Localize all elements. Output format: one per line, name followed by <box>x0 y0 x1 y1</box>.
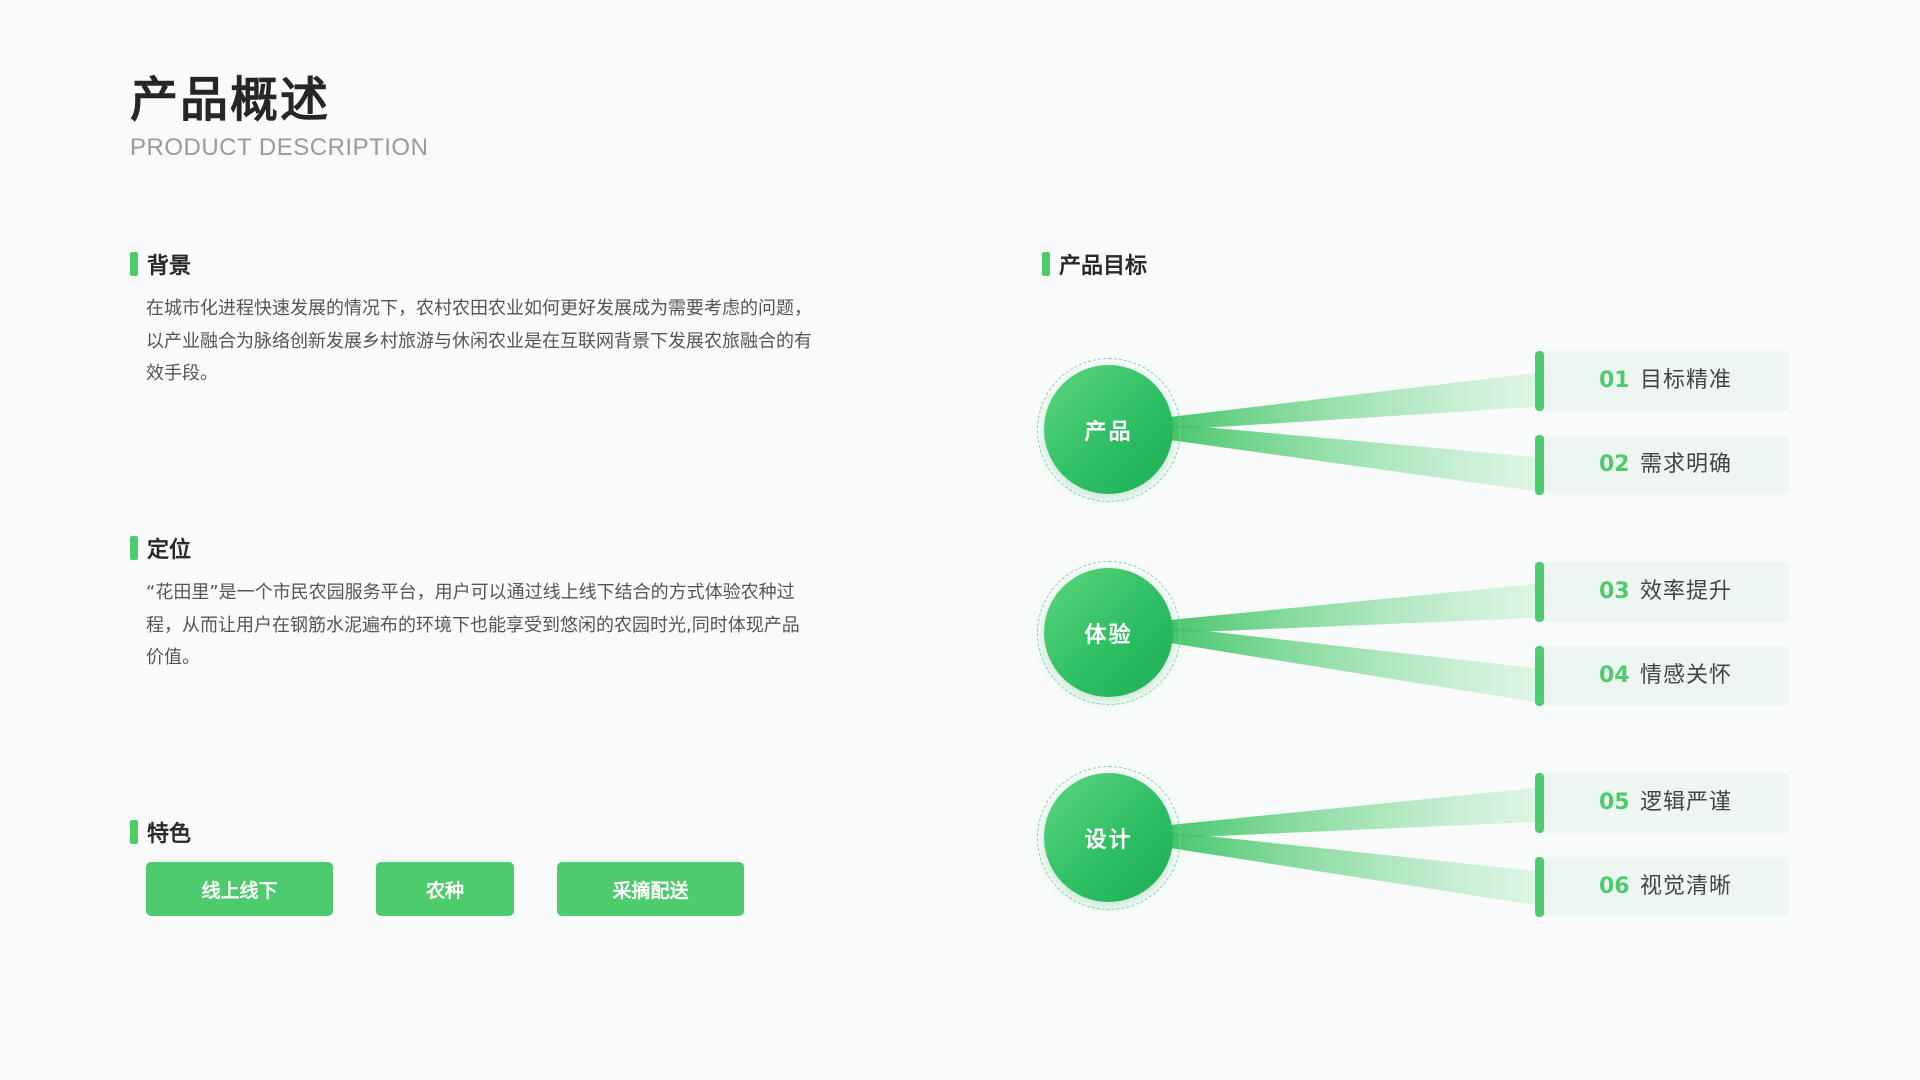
goal-item-number: 05 <box>1599 790 1630 815</box>
goal-item-number: 02 <box>1599 452 1630 477</box>
feature-tag-farming[interactable]: 农种 <box>376 862 514 916</box>
goal-item-bar <box>1535 562 1544 622</box>
goal-circle-label: 设计 <box>1044 773 1173 902</box>
heading-label: 产品目标 <box>1059 254 1148 279</box>
ray-04 <box>1170 627 1535 702</box>
section-heading-positioning: 定位 <box>130 532 191 564</box>
feature-tag-online-offline[interactable]: 线上线下 <box>146 862 333 916</box>
goal-item-label: 逻辑严谨 <box>1640 790 1733 815</box>
goal-circle-product: 产品 <box>1037 358 1181 502</box>
heading-accent-bar <box>130 820 138 844</box>
background-text: 在城市化进程快速发展的情况下，农村农田农业如何更好发展成为需要考虑的问题，以产业… <box>146 298 812 384</box>
positioning-text: “花田里”是一个市民农园服务平台，用户可以通过线上线下结合的方式体验农种过程，从… <box>146 582 800 668</box>
page-title: 产品概述 <box>130 72 331 128</box>
goal-item-06: 06 视觉清晰 <box>1535 857 1789 917</box>
goal-circle-experience: 体验 <box>1037 561 1181 705</box>
heading-accent-bar <box>130 536 138 560</box>
goal-item-number: 04 <box>1599 663 1630 688</box>
goal-item-bar <box>1535 646 1544 706</box>
ray-06 <box>1170 832 1535 905</box>
goal-circle-label: 体验 <box>1044 568 1173 697</box>
goal-item-bar <box>1535 351 1544 411</box>
goal-item-number: 03 <box>1599 579 1630 604</box>
goal-item-label: 效率提升 <box>1640 579 1733 604</box>
feature-tag-picking-delivery[interactable]: 采摘配送 <box>557 862 744 916</box>
heading-accent-bar <box>1042 252 1050 276</box>
ray-03 <box>1170 584 1535 633</box>
goal-item-label: 需求明确 <box>1640 452 1733 477</box>
ray-05 <box>1170 788 1535 838</box>
heading-accent-bar <box>130 252 138 276</box>
heading-label: 定位 <box>147 538 192 563</box>
page-subtitle: PRODUCT DESCRIPTION <box>130 134 429 161</box>
goal-item-number: 06 <box>1599 874 1630 899</box>
goal-circle-label: 产品 <box>1044 365 1173 494</box>
goal-item-label: 视觉清晰 <box>1640 874 1733 899</box>
section-heading-background: 背景 <box>130 248 191 280</box>
goal-item-bar <box>1535 857 1544 917</box>
goal-item-label: 情感关怀 <box>1640 663 1733 688</box>
goal-item-03: 03 效率提升 <box>1535 562 1789 622</box>
goal-item-02: 02 需求明确 <box>1535 435 1789 495</box>
goal-item-bar <box>1535 773 1544 833</box>
heading-label: 特色 <box>147 822 192 847</box>
section-heading-goals: 产品目标 <box>1042 248 1147 280</box>
goal-circle-design: 设计 <box>1037 766 1181 910</box>
ray-02 <box>1170 424 1535 491</box>
goal-item-label: 目标精准 <box>1640 368 1733 393</box>
goal-item-bar <box>1535 435 1544 495</box>
goal-item-01: 01 目标精准 <box>1535 351 1789 411</box>
section-heading-features: 特色 <box>130 816 191 848</box>
goal-item-05: 05 逻辑严谨 <box>1535 773 1789 833</box>
goal-item-number: 01 <box>1599 368 1630 393</box>
ray-01 <box>1170 373 1535 430</box>
goal-item-04: 04 情感关怀 <box>1535 646 1789 706</box>
heading-label: 背景 <box>147 254 192 279</box>
